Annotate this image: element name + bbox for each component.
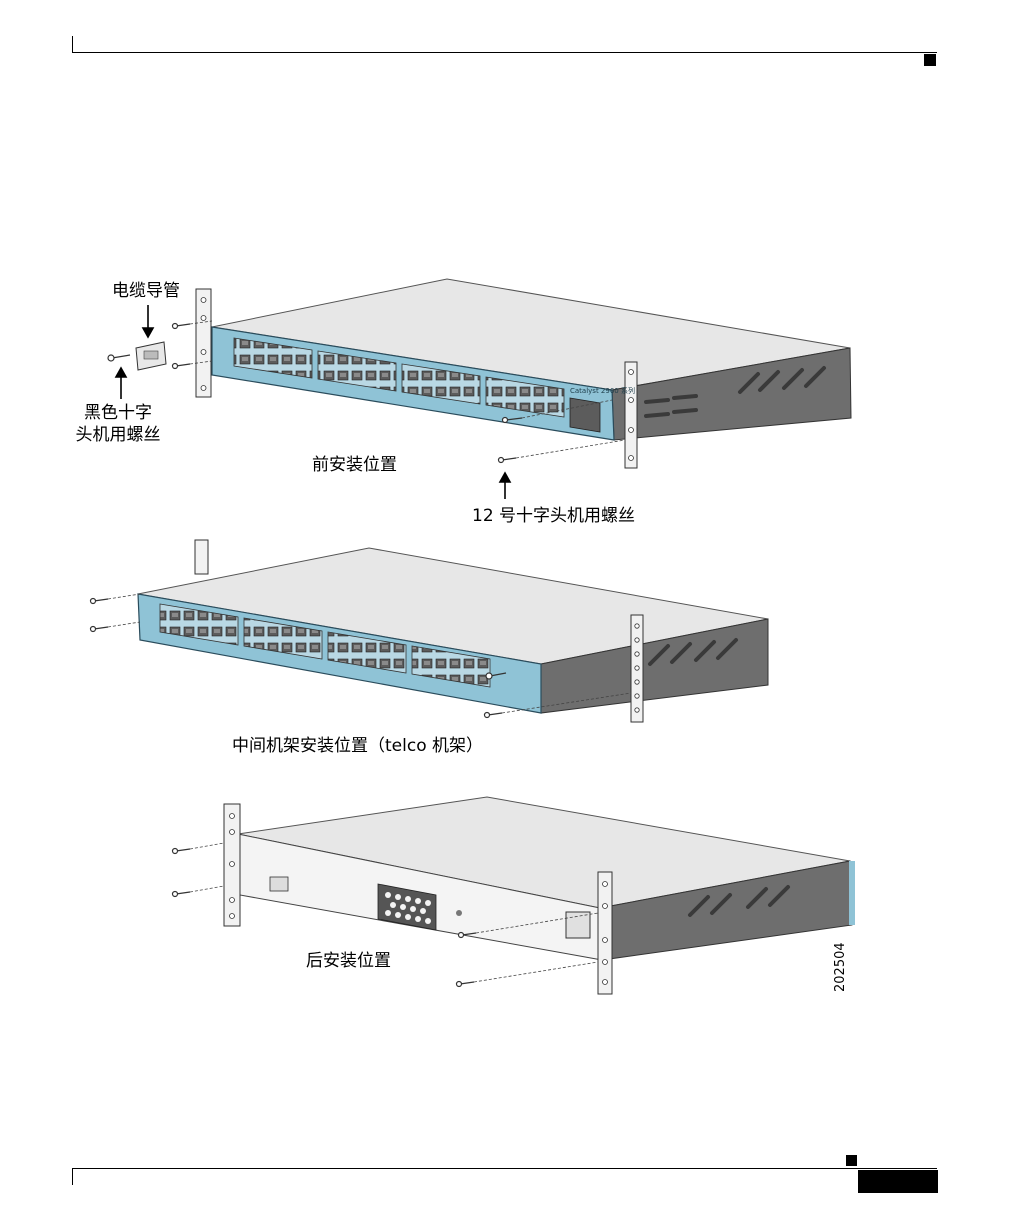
black-screw-label-line1: 黑色十字: [66, 402, 170, 424]
front-position-label: 前安装位置: [312, 454, 397, 476]
mid-mount-switch: [91, 540, 769, 722]
mid-position-label: 中间机架安装位置（telco 机架）: [232, 735, 483, 757]
rear-mount-switch: [173, 797, 856, 994]
black-screw-label-line2: 头机用螺丝: [66, 424, 170, 446]
no12-screw-label: 12 号十字头机用螺丝: [472, 505, 635, 527]
rear-position-label: 后安装位置: [306, 950, 391, 972]
switch-badge: Catalyst 2960 系列: [570, 387, 635, 395]
figure-id: 202504: [833, 942, 848, 992]
cable-guide-label: 电缆导管: [112, 280, 180, 302]
front-mount-switch: [108, 279, 851, 499]
